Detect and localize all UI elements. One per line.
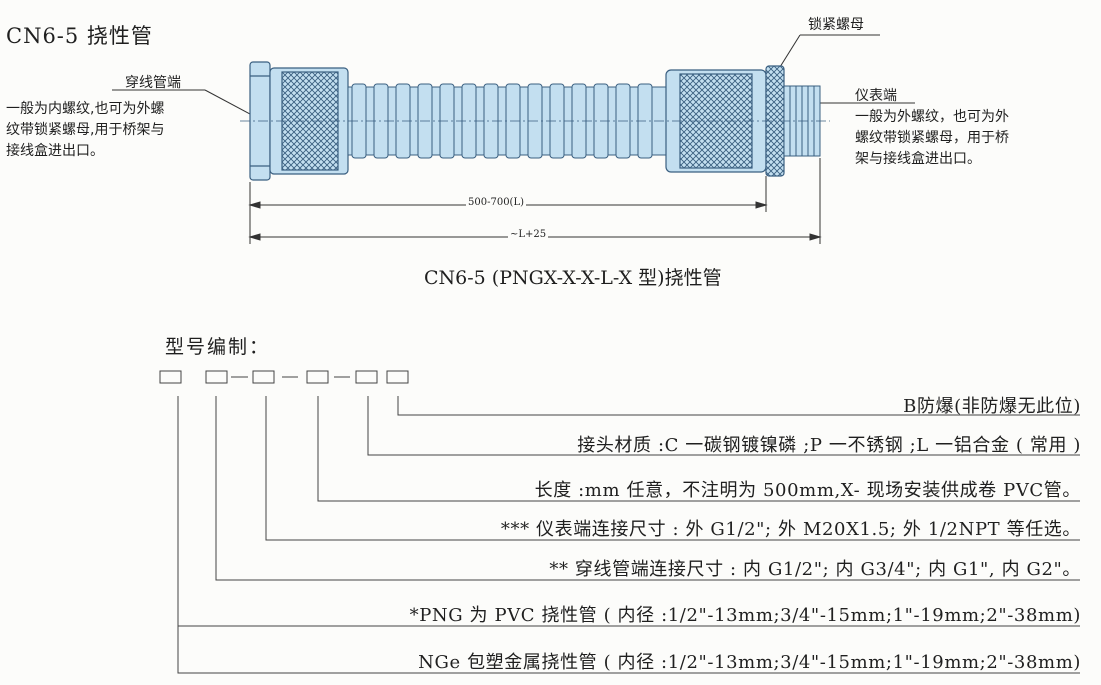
instrument-end-description: 一般为外螺纹，也可为外 螺纹带锁紧螺母，用于桥 架与接线盒进出口。 bbox=[855, 109, 1009, 167]
model-row-material: 接头材质 :C 一碳钢镀镍磷 ;P 一不锈钢 ;L 一铝合金 ( 常用 ) bbox=[577, 435, 1081, 456]
model-row-conduit-connection: ** 穿线管端连接尺寸 : 内 G1/2"; 内 G3/4"; 内 G1", 内… bbox=[549, 559, 1081, 580]
dimension-outer-label: ~L+25 bbox=[508, 229, 549, 240]
figure-caption: CN6-5 (PNGX-X-X-L-X 型)挠性管 bbox=[424, 267, 722, 289]
dimension-inner-label: 500-700(L) bbox=[466, 197, 526, 208]
instrument-end-label: 仪表端 bbox=[855, 88, 897, 104]
wire-end-description: 一般为内螺纹,也可为外螺 纹带锁紧螺母,用于桥架与 接线盒进出口。 bbox=[6, 101, 165, 159]
lock-nut-label: 锁紧螺母 bbox=[808, 17, 864, 33]
model-code-leaders bbox=[177, 396, 1080, 674]
model-row-png: *PNG 为 PVC 挠性管 ( 内径 :1/2"-13mm;3/4"-15mm… bbox=[409, 605, 1081, 626]
model-row-length: 长度 :mm 任意，不注明为 500mm,X- 现场安装供成卷 PVC管。 bbox=[534, 480, 1081, 501]
page-title: CN6-5 挠性管 bbox=[6, 24, 153, 48]
model-row-nge: NGe 包塑金属挠性管 ( 内径 :1/2"-13mm;3/4"-15mm;1"… bbox=[418, 652, 1081, 673]
wire-end-label: 穿线管端 bbox=[125, 75, 181, 91]
model-row-instrument-connection: *** 仪表端连接尺寸 : 外 G1/2"; 外 M20X1.5; 外 1/2N… bbox=[500, 519, 1081, 540]
model-code-heading: 型号编制： bbox=[165, 336, 271, 358]
model-row-explosion-proof: B防爆(非防爆无此位) bbox=[903, 396, 1081, 417]
model-code-boxes bbox=[159, 370, 409, 384]
